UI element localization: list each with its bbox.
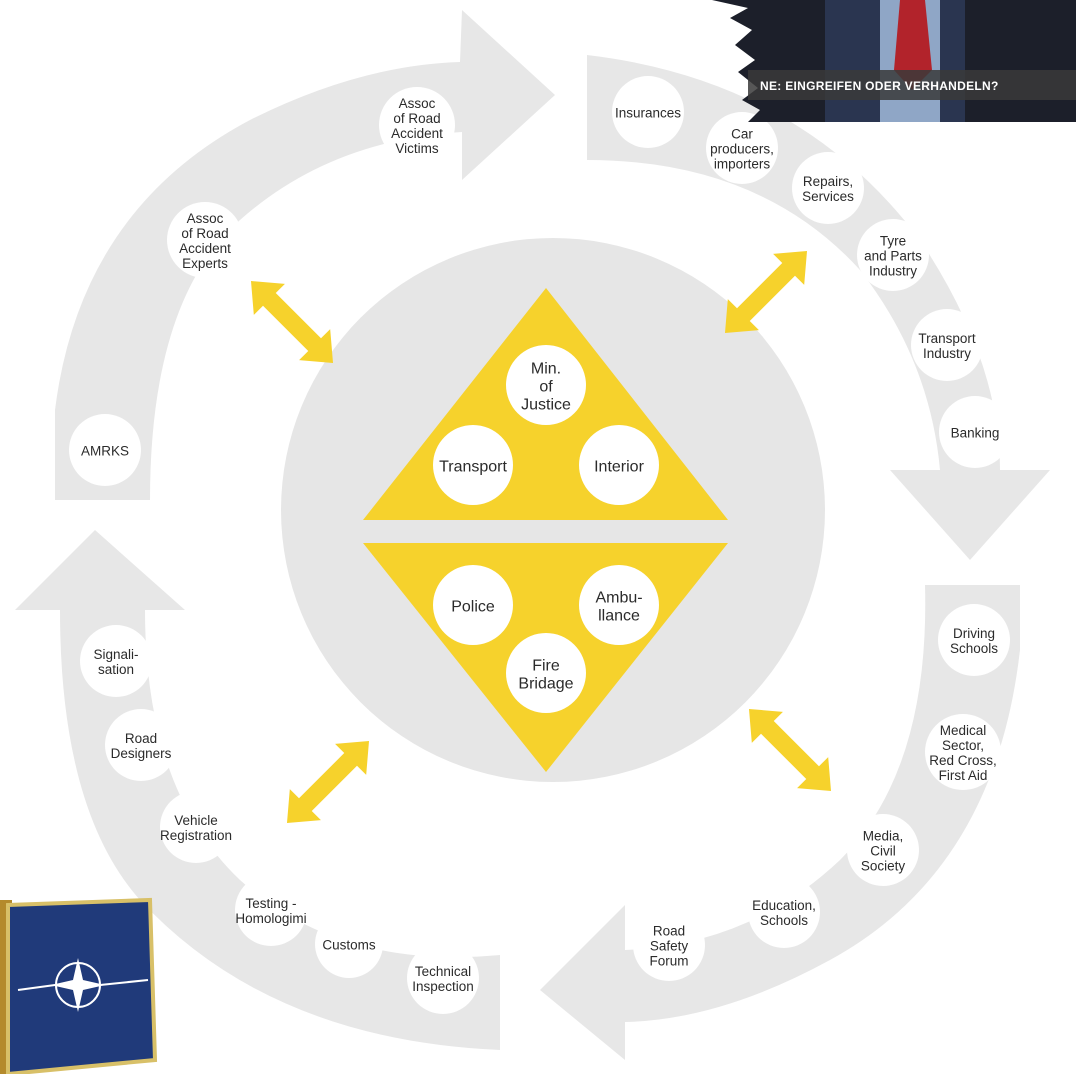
- node-circle: [579, 425, 659, 505]
- node-police: Police: [433, 565, 513, 645]
- node-label: Testing -Homologimi: [235, 896, 306, 926]
- node-circle: [80, 625, 152, 697]
- node-circle: [433, 425, 513, 505]
- node-circle: [433, 565, 513, 645]
- double-arrow-bottom-right: [748, 708, 832, 792]
- node-label: Insurances: [615, 105, 681, 120]
- flag-left-line: [17, 984, 56, 991]
- node-repairs-services: Repairs,Services: [792, 152, 864, 224]
- node-education-schools: Education,Schools: [748, 876, 820, 948]
- node-label: Ambu-llance: [595, 589, 642, 624]
- node-circle: [925, 714, 1001, 790]
- node-label: Banking: [951, 425, 1000, 440]
- node-circle: [938, 604, 1010, 676]
- node-circle: [792, 152, 864, 224]
- node-label: AMRKS: [81, 443, 129, 458]
- node-label: Repairs,Services: [802, 174, 854, 204]
- double-arrow-bottom-left: [286, 740, 370, 824]
- node-label: Signali-sation: [93, 647, 138, 677]
- video-frame-caption-bar: [748, 70, 1076, 100]
- double-arrow-top-left: [250, 280, 334, 364]
- double-arrow-top-right: [724, 250, 808, 334]
- node-circle: [506, 633, 586, 713]
- node-circle: [379, 87, 455, 163]
- node-testing-homologimi: Testing -Homologimi: [235, 874, 307, 946]
- node-amrks: AMRKS: [69, 414, 141, 486]
- node-circle: [748, 876, 820, 948]
- node-signali-sation: Signali-sation: [80, 625, 152, 697]
- double-arrows: [250, 250, 832, 824]
- node-banking: Banking: [939, 396, 1011, 468]
- flag-right-line: [99, 979, 149, 986]
- node-circle: [633, 909, 705, 981]
- video-frame-overlay: NE: EINGREIFEN ODER VERHANDELN?: [712, 0, 1076, 122]
- node-circle: [506, 345, 586, 425]
- node-circle: [706, 112, 778, 184]
- node-circle: [847, 814, 919, 886]
- node-circle: [407, 942, 479, 1014]
- node-label: Education,Schools: [752, 898, 816, 928]
- node-circle: [315, 910, 383, 978]
- node-circle: [612, 76, 684, 148]
- node-label: Transport: [439, 458, 507, 475]
- node-circle: [235, 874, 307, 946]
- video-frame-tie: [894, 0, 932, 90]
- compass-star: [51, 958, 105, 1012]
- nato-flag-pin-icon: [0, 897, 158, 1074]
- node-label: Interior: [594, 458, 644, 475]
- node-insurances: Insurances: [612, 76, 684, 148]
- node-circle: [939, 396, 1011, 468]
- node-transport: Transport: [433, 425, 513, 505]
- node-customs: Customs: [315, 910, 383, 978]
- node-circle: [160, 791, 232, 863]
- node-circle: [105, 709, 177, 781]
- node-circle: [911, 309, 983, 381]
- node-circle: [167, 202, 243, 278]
- node-circle: [579, 565, 659, 645]
- node-label: Customs: [322, 937, 376, 952]
- video-caption: NE: EINGREIFEN ODER VERHANDELN?: [760, 79, 999, 93]
- node-circle: [69, 414, 141, 486]
- node-ambu-llance: Ambu-llance: [579, 565, 659, 645]
- node-label: Police: [451, 598, 495, 615]
- node-interior: Interior: [579, 425, 659, 505]
- node-circle: [857, 219, 929, 291]
